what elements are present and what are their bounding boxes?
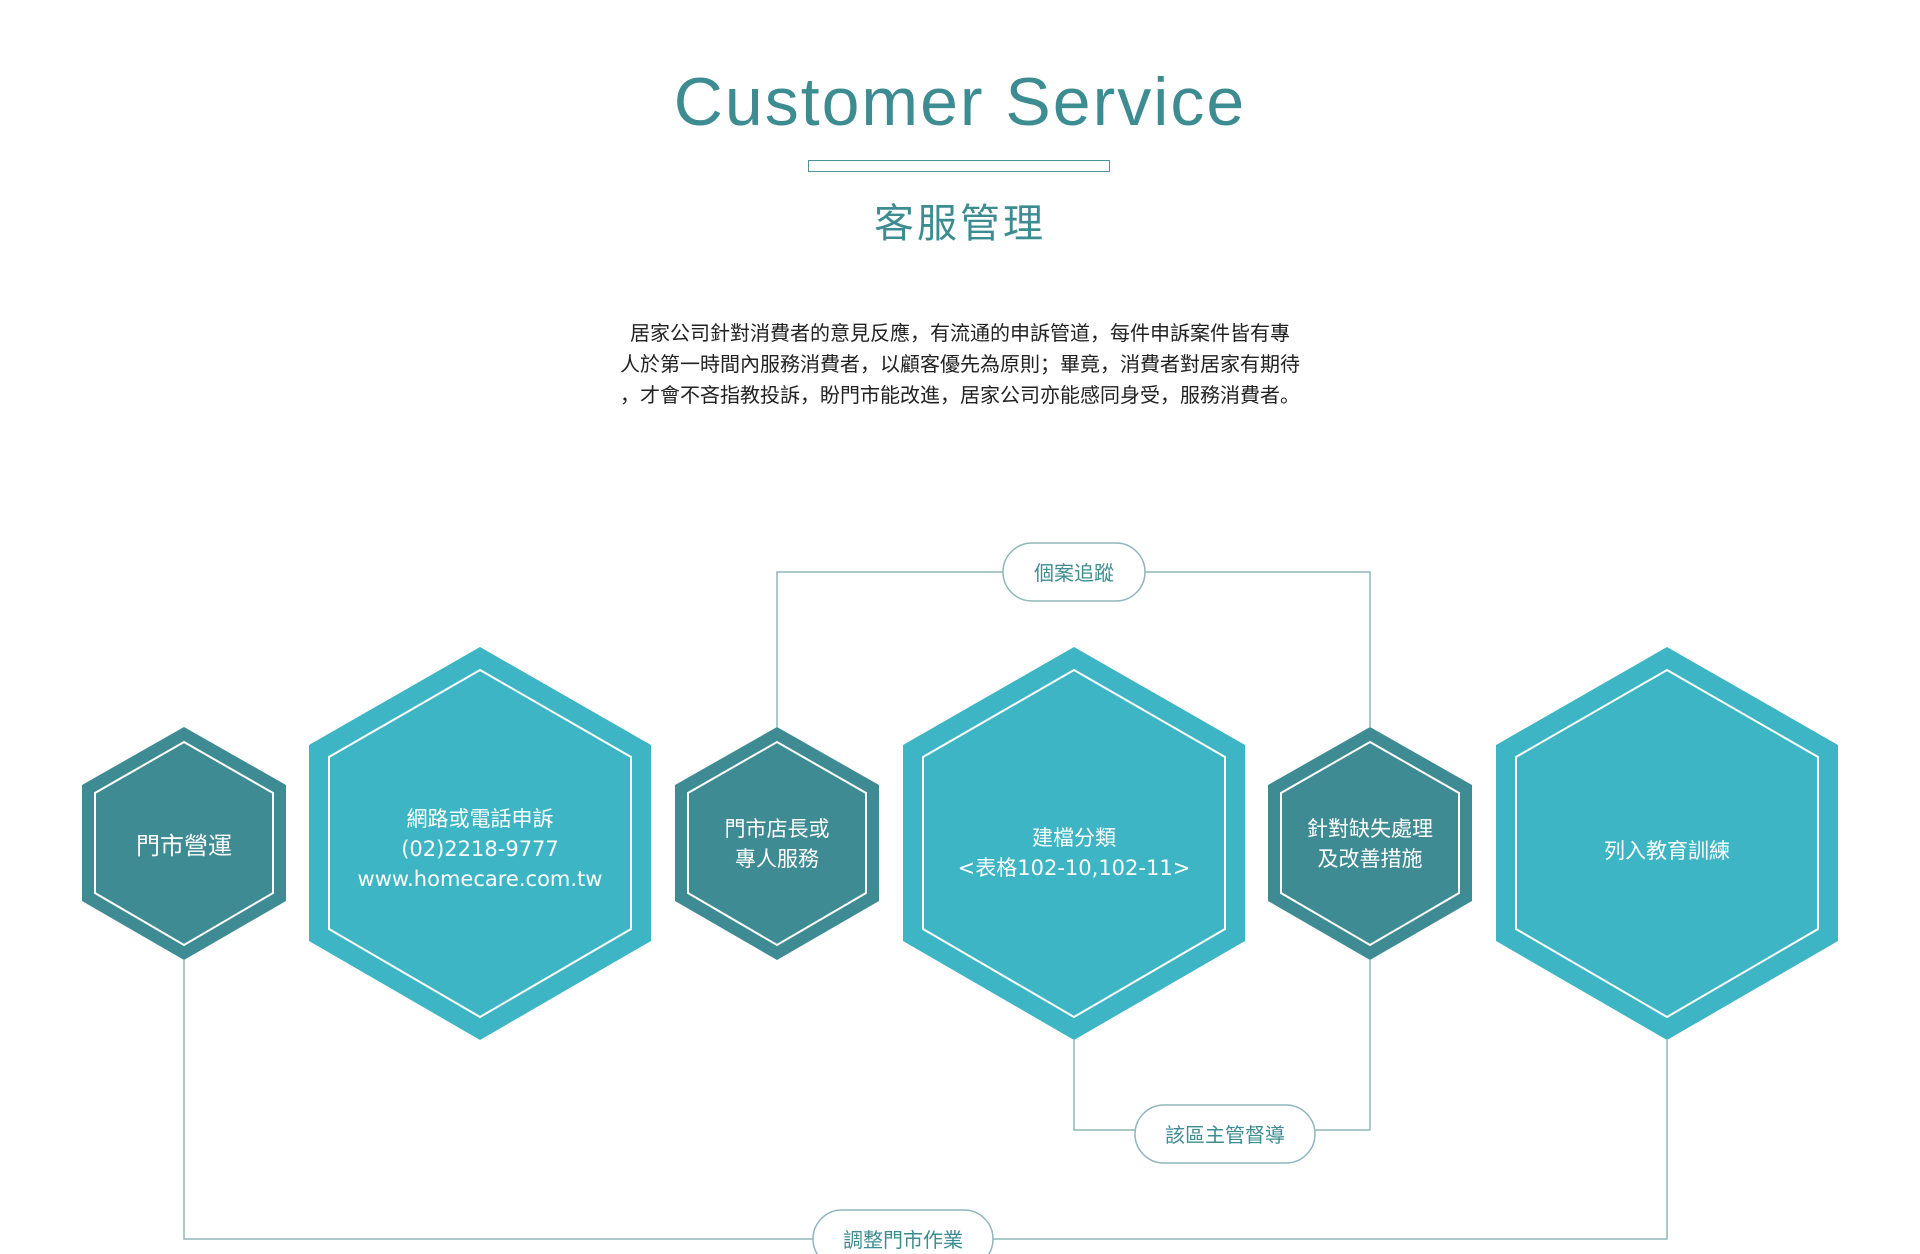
pill-label: 調整門市作業	[843, 1228, 963, 1252]
hex-label: 及改善措施	[1318, 847, 1423, 871]
hex-label: 專人服務	[735, 847, 819, 871]
intro-line: ，才會不吝指教投訴，盼門市能改進，居家公司亦能感同身受，服務消費者。	[620, 383, 1300, 407]
pill-regional-supervision: 該區主管督導	[1134, 1104, 1316, 1164]
intro-line: 人於第一時間內服務消費者，以顧客優先為原則；畢竟，消費者對居家有期待	[620, 352, 1300, 376]
pill-label: 個案追蹤	[1034, 561, 1114, 585]
hexagon-deficiency-handling: 針對缺失處理 及改善措施	[1268, 727, 1472, 960]
title-divider	[808, 160, 1110, 172]
form-reference: <表格102-10,102-11>	[958, 856, 1191, 880]
hex-label: 建檔分類	[1032, 826, 1116, 850]
page-subtitle: 客服管理	[874, 201, 1046, 247]
adjust-operation-line	[183, 960, 1668, 1240]
complaint-website: www.homecare.com.tw	[358, 867, 603, 891]
hex-label: 門市營運	[136, 832, 232, 860]
pill-adjust-store-operation: 調整門市作業	[812, 1209, 994, 1254]
hexagon-complaint-channel: 網路或電話申訴 (02)2218-9777 www.homecare.com.t…	[309, 647, 651, 1040]
hex-label: 網路或電話申訴	[407, 807, 554, 831]
hex-label: 針對缺失處理	[1307, 817, 1433, 841]
hexagon-education-training: 列入教育訓練	[1496, 647, 1838, 1040]
hex-label: 門市店長或	[725, 817, 830, 841]
hexagon-file-classification: 建檔分類 <表格102-10,102-11>	[903, 647, 1245, 1040]
pill-case-tracking: 個案追蹤	[1002, 542, 1146, 602]
hex-label: 列入教育訓練	[1604, 839, 1730, 863]
hexagon-store-manager-service: 門市店長或 專人服務	[675, 727, 879, 960]
hexagon-store-operation: 門市營運	[82, 727, 286, 960]
page-title: Customer Service	[673, 64, 1247, 140]
pill-label: 該區主管督導	[1165, 1123, 1285, 1147]
intro-paragraph: 居家公司針對消費者的意見反應，有流通的申訴管道，每件申訴案件皆有專 人於第一時間…	[560, 318, 1360, 411]
intro-line: 居家公司針對消費者的意見反應，有流通的申訴管道，每件申訴案件皆有專	[630, 321, 1290, 345]
complaint-phone: (02)2218-9777	[401, 837, 559, 861]
